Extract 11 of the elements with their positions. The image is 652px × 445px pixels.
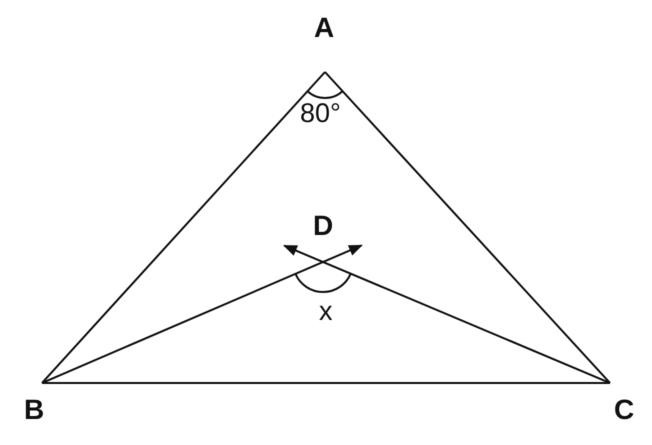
triangle-side — [324, 71, 611, 384]
arrow — [42, 244, 363, 384]
angle-label: x — [319, 298, 332, 325]
arrow — [283, 244, 610, 384]
vertex-label: D — [313, 212, 334, 240]
angle-label: 80° — [300, 100, 341, 127]
vertex-label: C — [614, 396, 634, 424]
vertex-label: A — [314, 14, 334, 42]
triangle-side — [41, 71, 326, 384]
triangle-side — [42, 382, 610, 384]
vertex-label: B — [24, 396, 44, 424]
